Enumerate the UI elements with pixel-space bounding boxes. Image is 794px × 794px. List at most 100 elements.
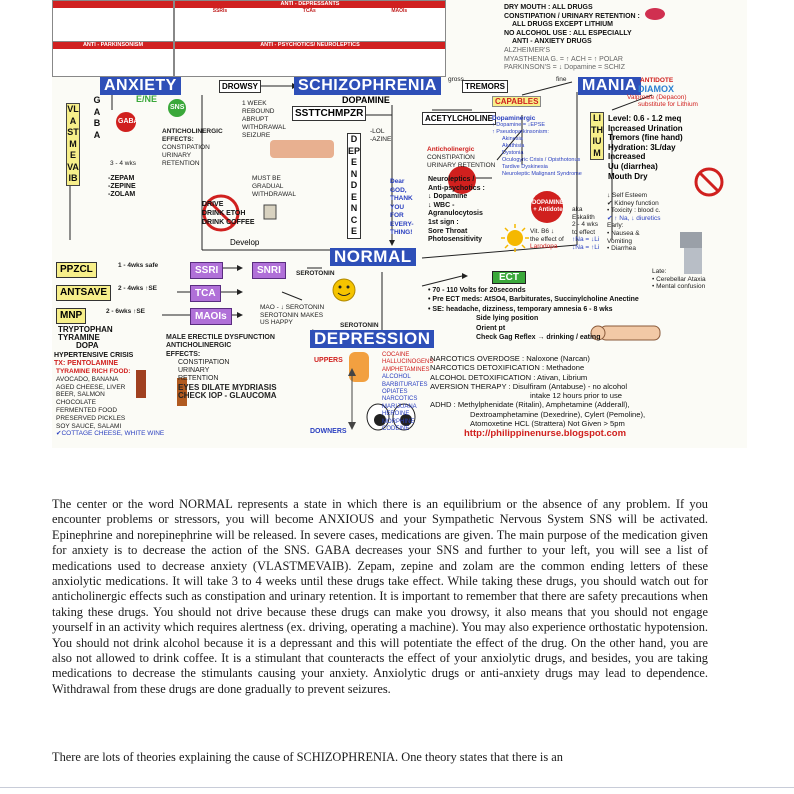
lithium-line: Hydration: 3L/day [608,142,676,152]
ach2-line: URINARY RETENTION [427,162,496,169]
food-line: PRESERVED PICKLES [56,414,126,422]
ending-azine: -AZINE [370,135,392,143]
food-line: ✔COTTAGE CHEESE, WHITE WINE [56,430,165,438]
neuro-line: Anti-psychotics : [428,184,485,192]
col-maois: MAOIs [391,8,408,14]
se-line: ✔ Kidney function [607,199,659,207]
effect-line: RETENTION [162,160,200,167]
sns-label: SNS [170,104,185,111]
schizophrenia-title: SCHIZOPHRENIA [294,77,441,95]
food-line: BEER, SALMON [56,391,105,399]
fine-label: fine [556,76,567,83]
mao-line: MAO - ↓ SEROTONIN [260,304,325,311]
drug-line: MORPHINE [382,418,415,425]
ect-line: Side lying position [476,315,539,323]
neuroleptics-list: Neuroleptics / Anti-psychotics : ↓ Dopam… [428,176,485,245]
vlastmevaib-vertical: VLASTMEVAIB [66,103,80,186]
note-line: PARKINSON'S = ↓ Dopamine = SCHIZ [504,64,626,72]
anxiety-title: ANXIETY [100,77,181,95]
drug-line: COCAINE [382,352,410,358]
lithium-line: Increased Urination [608,123,683,133]
must-line: WITHDRAWAL [252,191,296,198]
substitute-label: substitute for Lithium [638,101,698,108]
source-url[interactable]: http://philippinenurse.blogspot.com [464,428,627,439]
drug-line: ALCOHOL [382,374,411,381]
depression-title: DEPRESSION [310,330,435,348]
mnp-box: MNP [56,308,87,324]
drug-line: CODEINE [382,426,410,433]
toilet-icon [680,232,702,274]
aka-line: 2 - 4 wks [572,221,599,229]
ending-lol: -LOL [370,128,385,135]
drug-line: HALLUCINOGENS [382,359,434,366]
lithium-line: Tremors (fine hand) [608,133,683,143]
page-divider [0,787,794,788]
aka-line: ↓Na = ↑Li [572,243,600,251]
safety-precautions: DRIVE DRINK ETOH DRINK COFFEE [202,200,255,227]
paragraph-normal: The center or the word NORMAL represents… [52,497,708,696]
ect-line: • Pre ECT meds: AtSO4, Barbiturates, Suc… [428,296,639,304]
narc-line: Dextroamphetamine (Dexedrine), Cylert (P… [470,409,646,419]
aka-eskalith: aka Eskalith 2 - 4 wks to effect ↑Na = ↓… [572,206,599,252]
antidepressants-header: ANTI - DEPRESSANTS [175,1,445,8]
lips-icon [645,8,665,20]
capables-box: CAPABLES [492,96,542,107]
food-line: AGED CHEESE, LIVER [56,383,126,391]
serotonin-label: SEROTONIN [296,270,335,277]
narc-line: ALCOHOL DETOXIFICATION : Ativan, Librium [430,372,588,382]
effect-line: URINARY [162,152,192,159]
dopa-line: Dopaminergic [492,115,536,122]
develop-label: Develop [230,238,260,247]
ach2-line: CONSTIPATION [427,154,475,161]
b6-line: Vit. B6 ↓ [530,228,555,235]
downers-label: DOWNERS [310,428,347,435]
se-line: Vomiting [607,237,632,245]
dopa-line: Oculogyric Crisis / Opisthotonus [502,157,581,163]
aka-line: to effect [572,228,596,236]
aka-line: ↑Na = ↓Li [572,236,600,244]
dopa-line: ↑ Dopamine = ↓EPSE [492,122,546,128]
mao-serotonin-note: MAO - ↓ SEROTONIN SEROTONIN MAKES US HAP… [260,304,324,327]
effect-line: EFFECTS: [162,136,194,143]
lithium-vertical: LITHIUM [590,112,604,160]
note-line: CONSTIPATION / URINARY RETENTION : [504,12,640,20]
antiparkinsonism-header: ANTI - PARKINSONISM [53,42,173,49]
se-line: • Nausea & [607,229,640,237]
aka-line: Eskalith [572,213,595,221]
neuro-line: ↓ WBC - [428,201,455,209]
note-line: MYASTHENIA G. = ↑ ACH = ↑ POLAR [504,55,623,63]
rebound-line: 1 WEEK [242,100,267,107]
maois-box: MAOIs [190,308,232,325]
body-text: The center or the word NORMAL represents… [52,497,708,697]
neuro-line: Neuroleptics / [428,176,475,183]
god-line: FOR [390,212,404,219]
ect-line: • 70 - 110 Volts for 20seconds [428,287,526,294]
antiparkinsonism-table: ANTI - PARKINSONISM [52,41,174,77]
ect-line: Check Gag Reflex → drinking / eating [476,334,601,342]
diagram-arrows [69,8,724,431]
dear-god-note: Dear GOD, THANK YOU FOR EVERY- THING! [390,178,414,238]
patient-icon [590,325,661,341]
god-line: YOU [390,203,405,211]
drug-list: COCAINE HALLUCINOGENS AMPHETAMINES ALCOH… [382,352,433,433]
self-esteem-list: ↓ Self Esteem ✔ Kidney function • Toxici… [607,192,661,253]
dopa-line: Dystonia [502,150,524,156]
trypto-line: DOPA [76,341,99,350]
ssri-box: SSRI [190,262,224,279]
dopamine-antidote: DOPAMINE + Antidote [532,200,564,214]
dopa-line: ↑ Pseudoparkinsonism: [492,129,549,135]
precaution-coffee: DRINK COFFEE [202,219,255,226]
rebound-line: SEIZURE [242,132,271,139]
ect-box: ECT [492,271,526,284]
neuro-line: 1st sign : [428,218,459,226]
male-line: URINARY [178,367,210,375]
crisis-line: TX: PENTOLAMINE [54,360,119,367]
red-circle-icon [116,112,136,132]
dependence-vertical: DEPENDENCE [347,133,361,239]
male-line: EFFECTS: [166,350,201,358]
gaba-vertical: GABA [93,95,101,140]
trypto-line: TRYPTOPHAN [58,325,113,334]
drug-line: MARIJUANA [382,403,417,410]
smiley-icon [332,278,356,302]
note-line: ANTI - ANXIETY DRUGS [512,38,592,46]
